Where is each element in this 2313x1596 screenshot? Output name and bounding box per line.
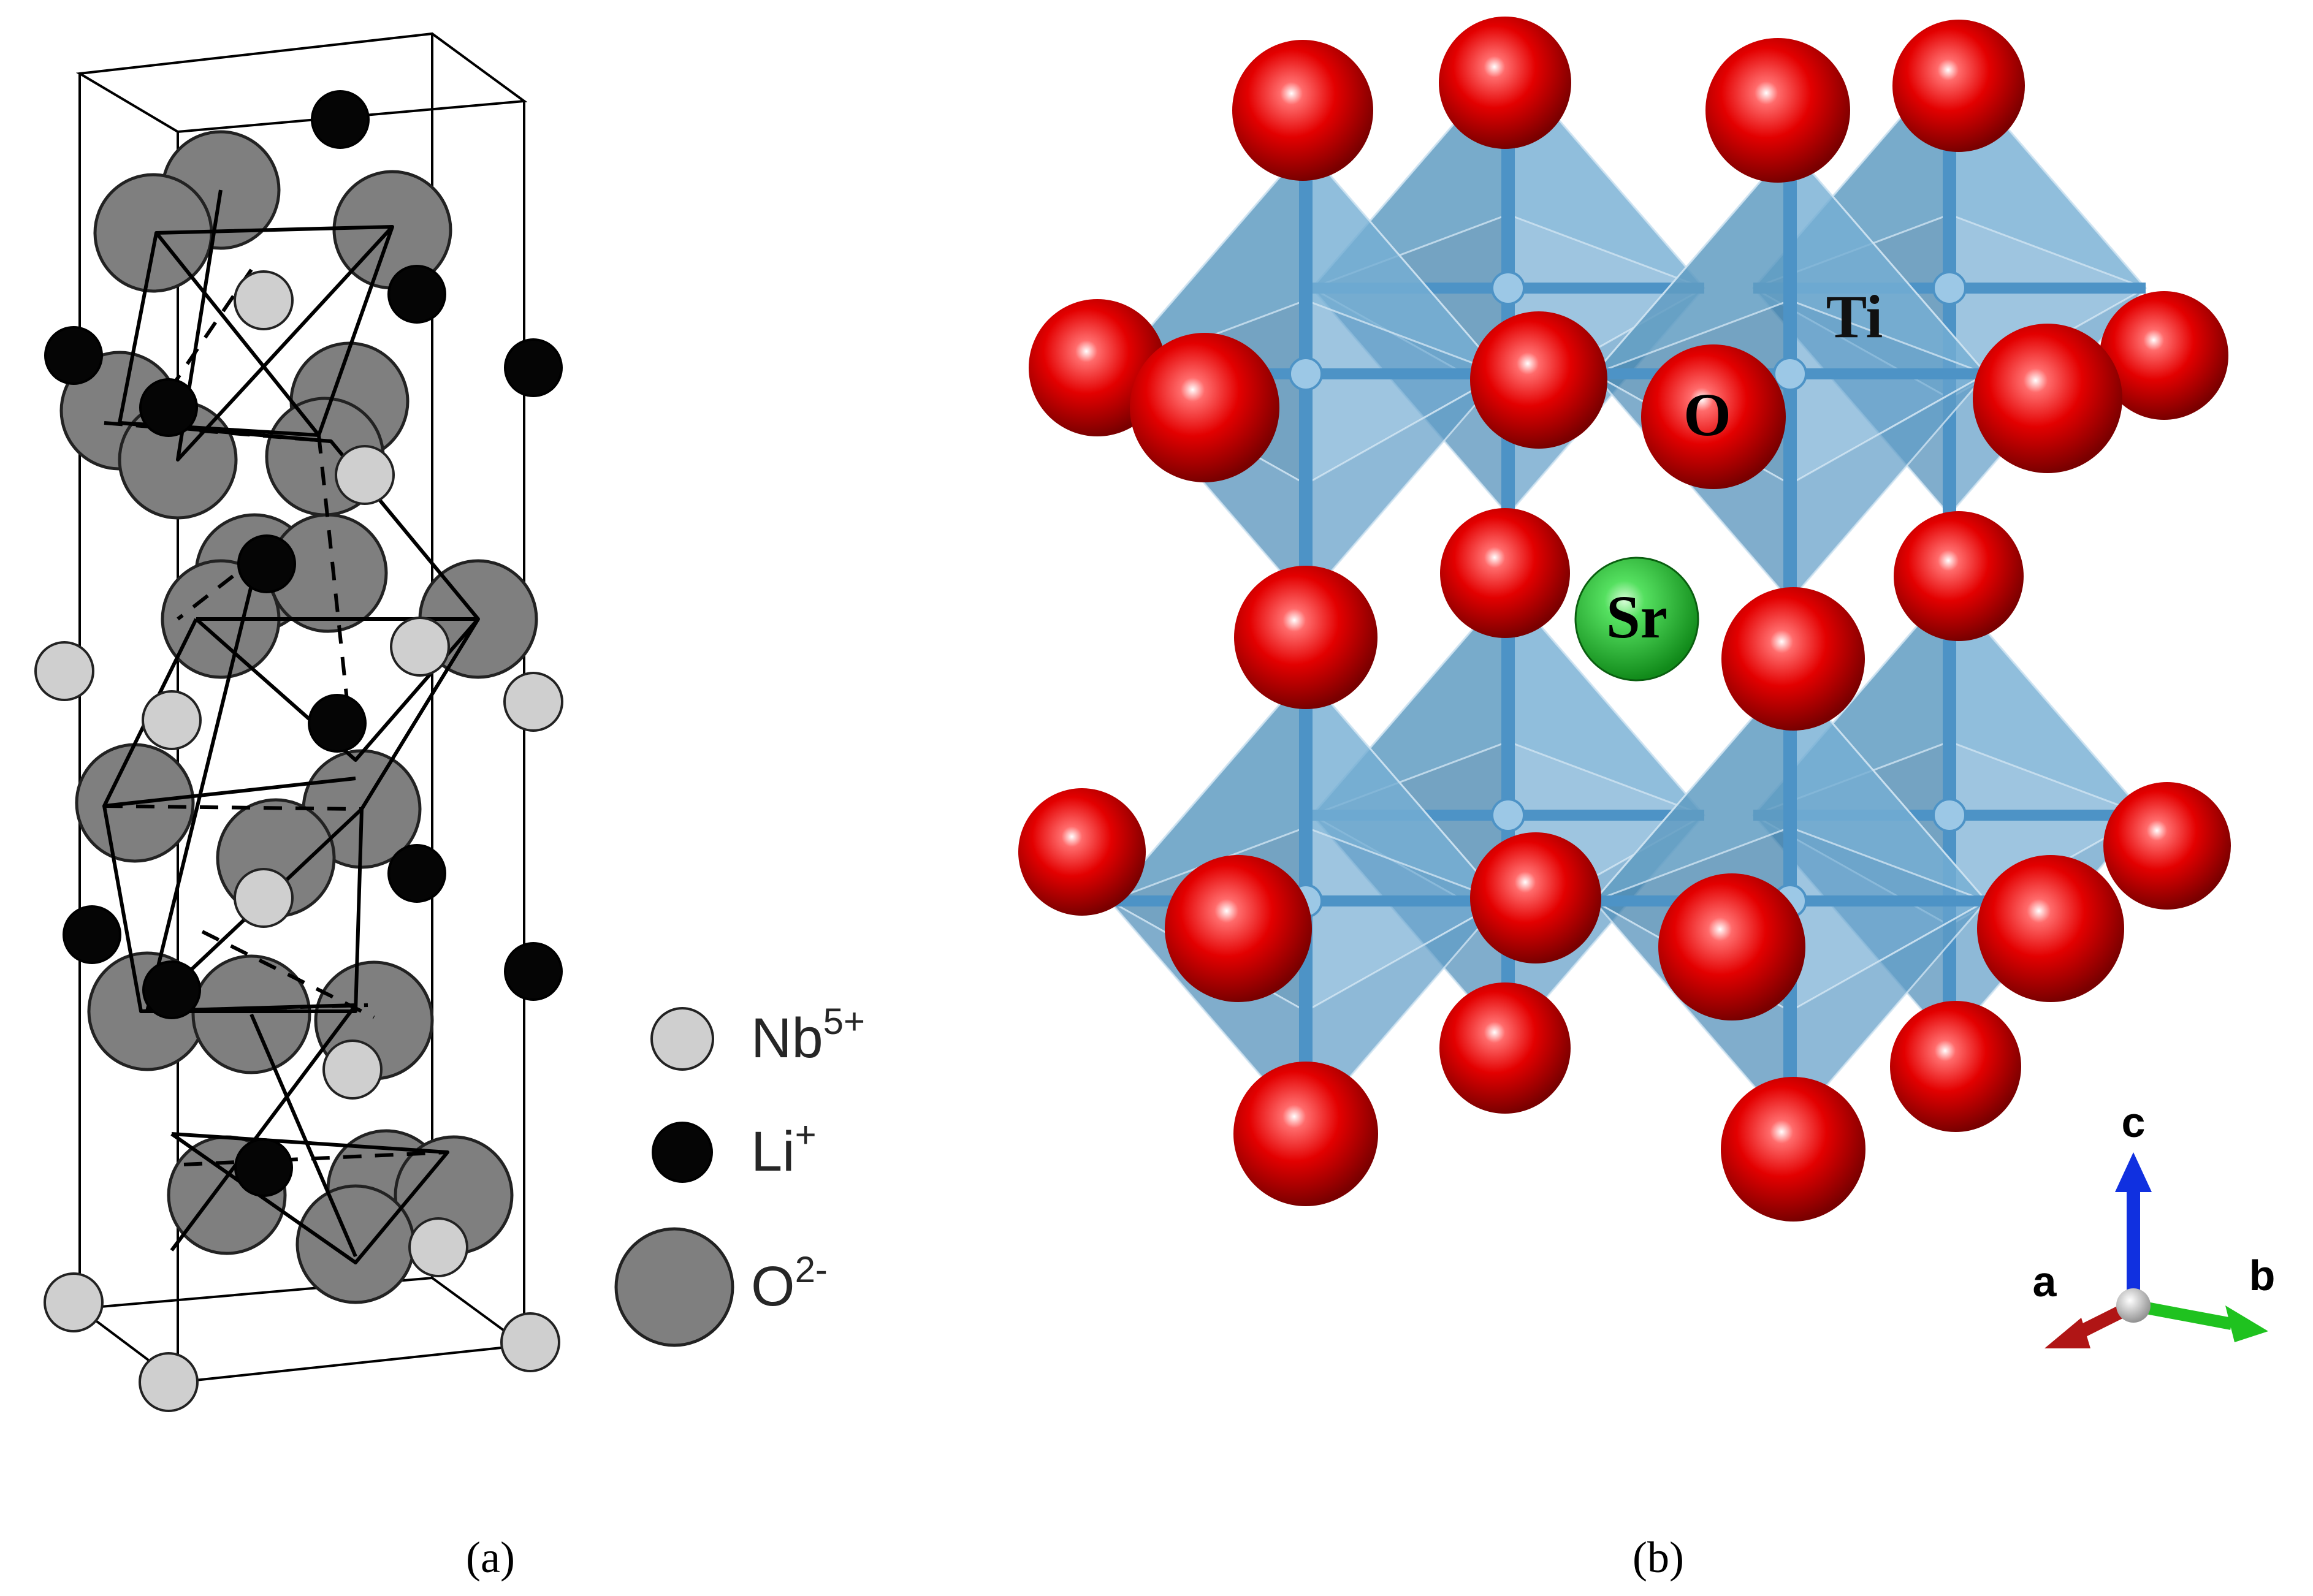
- octahedron-edge: [195, 617, 480, 762]
- panel-a-caption: (a): [466, 1533, 515, 1582]
- li-ion: [63, 905, 121, 964]
- li-ion: [387, 265, 446, 324]
- ti-atom: [1289, 357, 1323, 391]
- oxygen-atom: [2100, 291, 2228, 420]
- li-ion: [234, 1138, 293, 1197]
- panel-b-caption: (b): [1633, 1533, 1684, 1582]
- oxygen-atom: [2103, 782, 2231, 910]
- nb-ion: [34, 641, 94, 701]
- li-ion: [311, 90, 370, 149]
- o-ion-swatch: [614, 1227, 734, 1347]
- nb-ion: [44, 1272, 104, 1332]
- oxygen-atom: [1705, 38, 1850, 183]
- panel-b-srtio3-perovskite: Sr O Ti c b a (b): [1018, 17, 2275, 1582]
- cations-group: [34, 90, 563, 1412]
- axis-label-b: b: [2249, 1252, 2276, 1299]
- ti-atom: [1932, 271, 1967, 305]
- nb-ion: [322, 1039, 383, 1100]
- oxygen-atom: [1892, 20, 2025, 152]
- ti-atom: [1932, 798, 1967, 832]
- ion-legend: Nb5+ Li+ O2-: [614, 1001, 865, 1347]
- oxygen-atom: [1470, 311, 1607, 449]
- nb-ion: [335, 445, 395, 505]
- legend-label-nb: Nb5+: [751, 1001, 865, 1070]
- oxygen-atom: [1973, 324, 2122, 473]
- legend-label-li: Li+: [751, 1114, 817, 1183]
- li-ion: [142, 960, 201, 1019]
- axis-c-arrowhead: [2115, 1152, 2152, 1192]
- axis-a-arrowhead: [2044, 1318, 2090, 1348]
- oxygen-atoms: [1018, 17, 2231, 1222]
- oxygen-atom: [1234, 566, 1378, 709]
- oxygen-atom: [1721, 1077, 1865, 1222]
- oxygen-atom: [1439, 982, 1571, 1114]
- nb-ion: [234, 270, 294, 330]
- li-ion: [387, 844, 446, 903]
- legend-label-o: O2-: [751, 1249, 828, 1318]
- octahedron-hidden-edge: [317, 435, 351, 724]
- nb-ion: [408, 1217, 468, 1277]
- oxygen-atom: [1721, 587, 1865, 731]
- li-ion: [504, 338, 563, 397]
- octahedron-edge: [154, 225, 394, 437]
- nb-ion-swatch: [650, 1007, 714, 1071]
- octahedron-edge: [250, 1013, 357, 1258]
- axes-origin: [2116, 1288, 2151, 1323]
- nb-ion: [234, 868, 294, 928]
- oxygen-atom: [1440, 508, 1570, 638]
- ti-atom: [1773, 357, 1807, 391]
- axis-b-arrowhead: [2225, 1305, 2268, 1342]
- octahedron-edge: [102, 805, 364, 1013]
- ti-atom: [1491, 798, 1525, 832]
- legend-item-o: O2-: [614, 1227, 828, 1347]
- oxygen-atom: [1165, 855, 1312, 1002]
- octahedron-edge: [176, 189, 394, 462]
- strontium-atom: [1574, 557, 1699, 682]
- oxygen-atom: [1977, 855, 2124, 1002]
- label-ti: Ti: [1826, 283, 1883, 351]
- axis-label-c: c: [2122, 1098, 2146, 1146]
- oxygen-atom: [1130, 333, 1279, 482]
- nb-ion: [503, 672, 563, 732]
- li-ion: [308, 694, 367, 753]
- oxygen-atom: [1439, 17, 1571, 149]
- oxygen-atom: [1470, 832, 1601, 963]
- nb-ion: [142, 690, 202, 750]
- oxygen-atom: [1232, 40, 1373, 181]
- axis-label-a: a: [2033, 1258, 2057, 1305]
- octahedron-hidden-edge: [201, 930, 375, 1019]
- octahedron-edge: [170, 1132, 449, 1264]
- label-o: O: [1683, 381, 1731, 449]
- oxygen-atom: [1233, 1062, 1378, 1206]
- li-ion: [504, 942, 563, 1001]
- label-sr: Sr: [1606, 583, 1667, 651]
- ti-atom: [1491, 271, 1525, 305]
- oxygen-atom: [1018, 788, 1146, 916]
- li-ion: [44, 326, 103, 385]
- oxygen-atom: [1658, 873, 1805, 1020]
- octahedron-hidden-edge: [104, 421, 332, 443]
- legend-item-nb: Nb5+: [650, 1001, 865, 1071]
- li-ion: [139, 378, 198, 437]
- li-ion: [237, 534, 296, 593]
- nb-ion: [390, 617, 450, 677]
- panel-a-linbo3-structure: Nb5+ Li+ O2- (a): [34, 32, 865, 1582]
- nb-ion: [139, 1352, 199, 1412]
- crystal-axes-indicator: c b a: [2033, 1098, 2276, 1348]
- oxygen-atom: [1894, 511, 2024, 641]
- octahedron-hidden-edge: [104, 804, 362, 811]
- legend-item-li: Li+: [652, 1114, 817, 1183]
- li-ion-swatch: [652, 1122, 713, 1183]
- nb-ion: [500, 1312, 560, 1372]
- octahedron-hidden-edge: [177, 574, 234, 621]
- oxygen-ion: [295, 1184, 416, 1304]
- octahedron-hidden-edge: [183, 1150, 448, 1166]
- oxygen-atom: [1641, 344, 1786, 489]
- oxygen-atom: [1890, 1001, 2021, 1132]
